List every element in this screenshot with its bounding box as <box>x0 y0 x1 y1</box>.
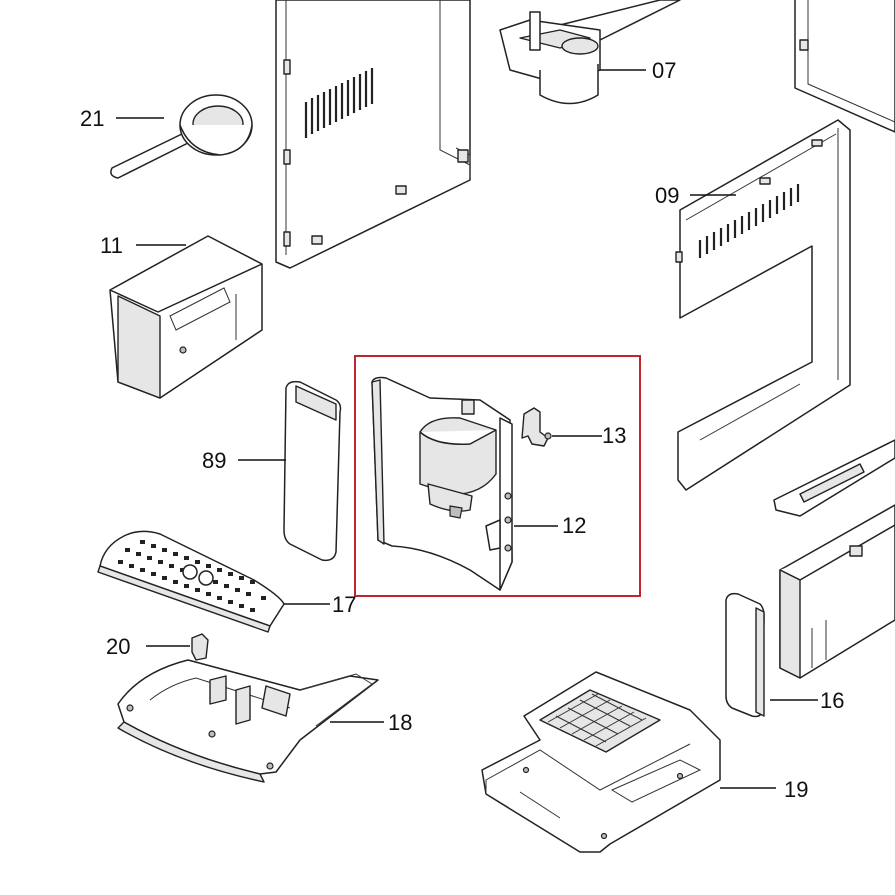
right-rail <box>773 439 895 517</box>
label-19: 19 <box>784 777 808 802</box>
part-17-drip-grille <box>97 530 285 633</box>
right-cabinet-frame <box>794 0 895 133</box>
highlight-box-part-12 <box>354 355 641 597</box>
part-11-grounds-container <box>109 235 263 399</box>
rear-panel <box>275 0 471 269</box>
right-water-tank <box>779 504 895 679</box>
part-21-scoop <box>110 94 253 179</box>
part-89-cover-strip <box>283 380 342 562</box>
label-17: 17 <box>332 592 356 617</box>
part-09-side-panel <box>675 119 851 491</box>
label-20: 20 <box>106 634 130 659</box>
part-19-base-plate <box>481 671 721 853</box>
part-12-dispenser <box>371 376 513 591</box>
part-18-drip-tray <box>117 659 379 783</box>
part-16-cover-piece <box>725 592 765 718</box>
label-11: 11 <box>100 233 123 258</box>
label-21: 21 <box>80 106 104 131</box>
label-13: 13 <box>602 423 626 448</box>
part-13-lever <box>521 407 552 447</box>
label-12: 12 <box>562 513 586 538</box>
part-20-clip <box>191 633 209 661</box>
label-09: 09 <box>655 183 679 208</box>
label-89: 89 <box>202 448 226 473</box>
label-16: 16 <box>820 688 844 713</box>
label-07: 07 <box>652 58 676 83</box>
label-18: 18 <box>388 710 412 735</box>
part-07-dosing-unit <box>499 0 681 105</box>
